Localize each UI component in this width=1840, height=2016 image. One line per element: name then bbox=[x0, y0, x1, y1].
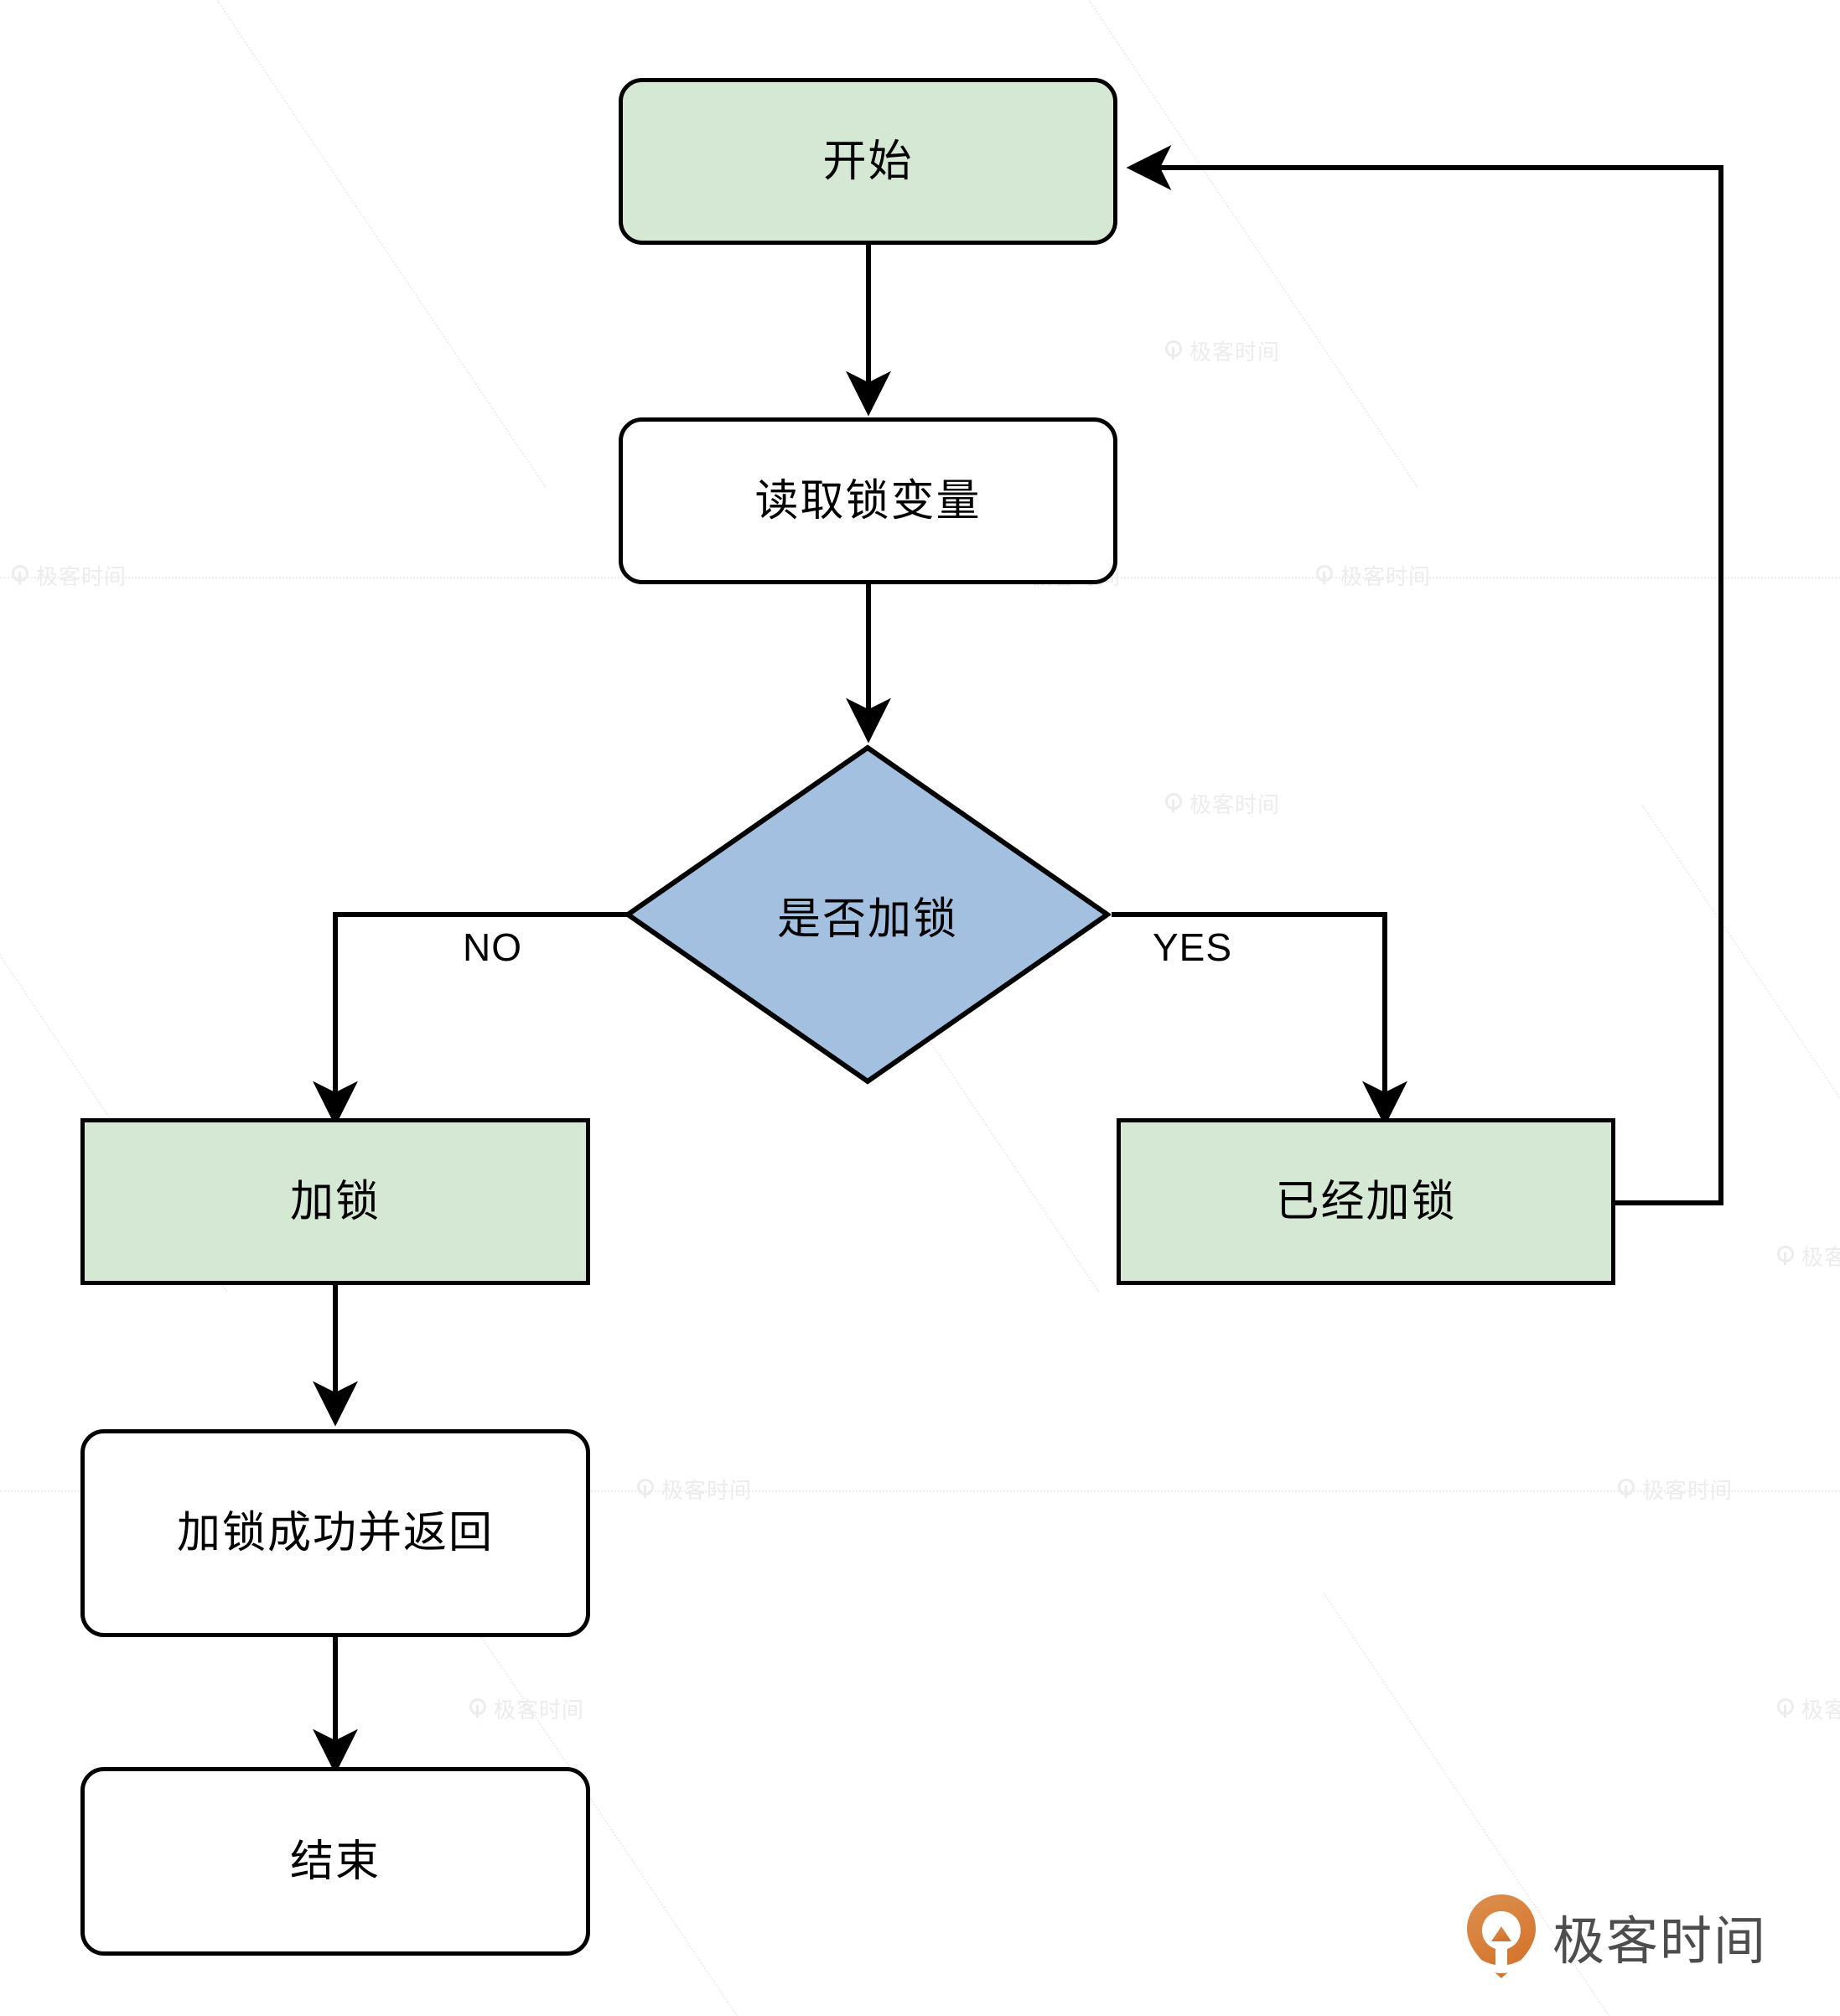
node-already-locked[interactable]: 已经加锁 bbox=[1117, 1118, 1615, 1285]
node-read-lock-variable-label: 读取锁变量 bbox=[754, 476, 982, 526]
edge-decision-no-to-lock bbox=[313, 912, 627, 1127]
node-start-label: 开始 bbox=[822, 137, 914, 186]
node-end-label: 结束 bbox=[289, 1837, 381, 1886]
brand-logo: 极客时间 bbox=[1465, 1893, 1767, 1980]
node-start[interactable]: 开始 bbox=[619, 78, 1117, 245]
edge-decision-yes-to-locked bbox=[1112, 912, 1407, 1127]
node-lock-success-return-label: 加锁成功并返回 bbox=[176, 1509, 494, 1557]
edge-locked-to-start-loopback bbox=[1126, 145, 1723, 1205]
brand-logo-text: 极客时间 bbox=[1552, 1913, 1768, 1971]
node-end[interactable]: 结束 bbox=[80, 1767, 590, 1956]
location-pin-icon bbox=[1467, 1894, 1536, 1978]
edge-label-yes: YES bbox=[1153, 925, 1233, 969]
node-decision-is-locked[interactable]: 是否加锁 bbox=[623, 744, 1112, 1085]
node-lock-label: 加锁 bbox=[289, 1177, 381, 1226]
diamond-shape bbox=[623, 744, 1112, 1085]
node-already-locked-label: 已经加锁 bbox=[1275, 1177, 1457, 1226]
node-lock[interactable]: 加锁 bbox=[80, 1118, 590, 1285]
node-read-lock-variable[interactable]: 读取锁变量 bbox=[619, 417, 1117, 584]
edge-label-no: NO bbox=[463, 925, 522, 969]
node-lock-success-return[interactable]: 加锁成功并返回 bbox=[80, 1429, 590, 1637]
